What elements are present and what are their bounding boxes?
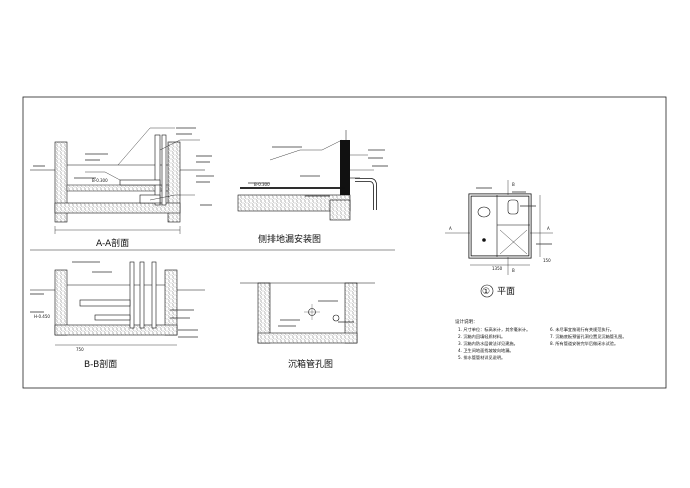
aa-elev-mark: B-0.300 — [92, 178, 108, 183]
note-8: 8. 所有管道安装完毕后做闭水试验。 — [550, 340, 618, 347]
plan-number: ① — [482, 287, 490, 297]
section-bb: B-B剖面 — [30, 261, 205, 370]
plan-dim-side: 150 — [543, 258, 551, 263]
note-7: 7. 沉箱底板预留孔洞位置见沉箱管孔图。 — [550, 333, 627, 340]
note-5: 5. 排水管管材详见说明。 — [458, 354, 505, 361]
bb-section-title: B-B剖面 — [84, 358, 117, 370]
note-4: 4. 卫生间地面找坡坡向地漏。 — [458, 347, 514, 354]
plan-title: 平面 — [497, 286, 515, 297]
bb-dim-mark: 750 — [76, 347, 84, 352]
floor-plan: A A B B 1350 150 ① 平面 — [445, 180, 553, 298]
plan-mark-a-left: A — [449, 226, 452, 231]
side-drain-detail: 侧排地漏安装图 — [237, 130, 388, 245]
plan-mark-b-top: B — [512, 182, 515, 187]
notes-header: 设计说明： — [455, 318, 478, 325]
sheet-border — [22, 96, 667, 389]
note-2: 2. 沉箱内回填轻质材料。 — [458, 333, 505, 340]
note-1: 1. 尺寸单位：标高米计，其余毫米计。 — [458, 326, 530, 333]
bb-elev-mark: H-0.450 — [34, 314, 50, 319]
plan-mark-a-right: A — [547, 226, 550, 231]
sink-hole-plan: 沉箱管孔图 — [240, 282, 375, 370]
section-aa: A-A剖面 — [30, 127, 214, 249]
plan-dim-bottom: 1350 — [492, 266, 503, 271]
side-elev-mark: B-0.300 — [254, 182, 270, 187]
note-6: 6. 未尽事宜按现行有关规范执行。 — [550, 326, 614, 333]
aa-section-title: A-A剖面 — [96, 237, 129, 249]
sink-hole-title: 沉箱管孔图 — [288, 358, 333, 370]
note-3: 3. 沉箱内防水层做法详见建施。 — [458, 340, 518, 347]
design-notes: 设计说明： 1. 尺寸单位：标高米计，其余毫米计。 2. 沉箱内回填轻质材料。 … — [455, 318, 627, 361]
plan-mark-b-bottom: B — [512, 268, 515, 273]
side-drain-title: 侧排地漏安装图 — [258, 233, 321, 245]
